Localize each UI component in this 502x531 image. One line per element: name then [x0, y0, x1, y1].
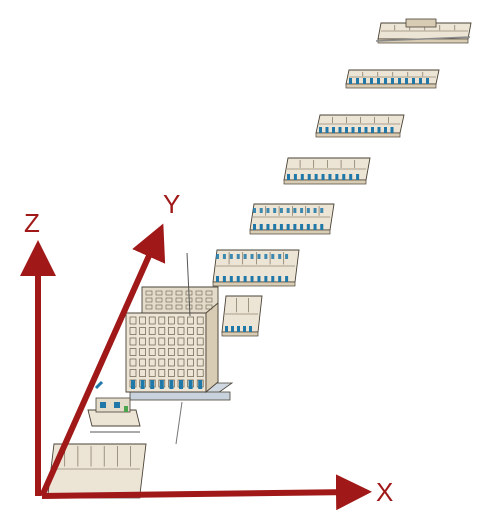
assembled-building — [87, 252, 234, 445]
y-axis — [39, 223, 166, 498]
floor-plan — [221, 295, 263, 337]
floor-plan — [283, 157, 371, 185]
x-axis-label: X — [376, 477, 394, 507]
floor-plan — [315, 114, 405, 138]
floor-plan — [375, 18, 472, 44]
x-axis — [41, 474, 372, 511]
z-axis-label: Z — [24, 208, 40, 238]
floor-plan — [212, 249, 300, 287]
axes — [20, 223, 372, 511]
floor-plan — [345, 69, 440, 89]
floor-plan-stack — [47, 18, 472, 499]
y-axis-label: Y — [163, 189, 181, 219]
floor-plan — [249, 203, 335, 235]
